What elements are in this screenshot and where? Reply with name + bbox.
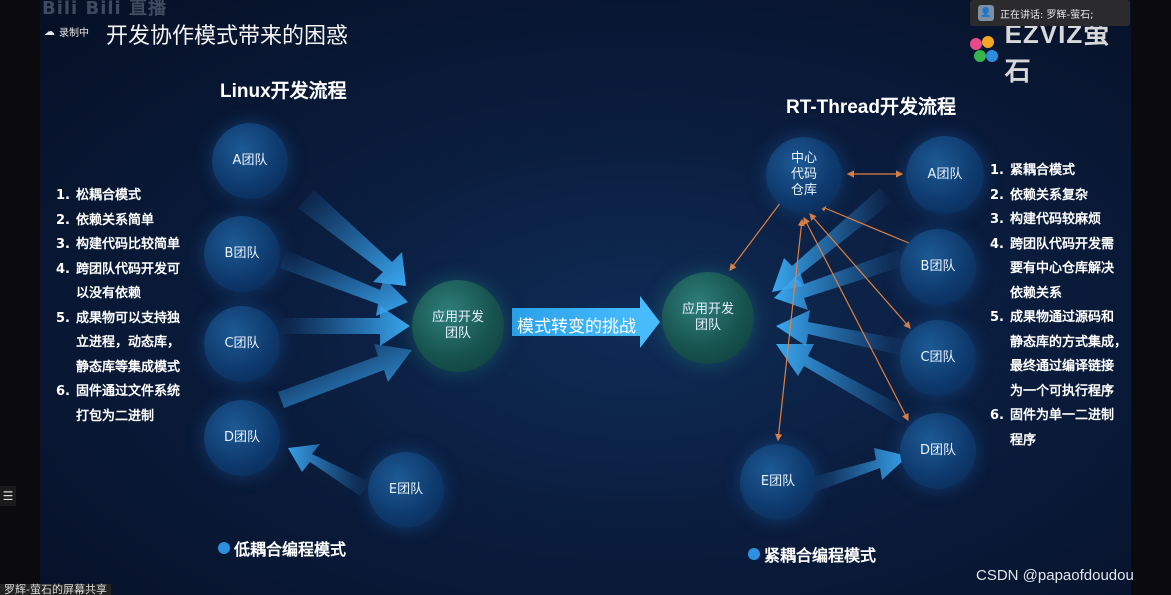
- linux-title: Linux开发流程: [220, 81, 347, 102]
- bullet-dot-icon: [748, 548, 760, 560]
- rt-team-e: E团队: [740, 444, 816, 520]
- page-title: 开发协作模式带来的困惑: [106, 24, 349, 49]
- linux-mode-text: 低耦合编程模式: [234, 540, 347, 559]
- rt-center-node: 应用开发团队: [662, 272, 754, 364]
- linux-team-a: A团队: [212, 123, 288, 199]
- list-item: 1.松耦合模式: [56, 188, 142, 203]
- rt-repo-node: 中心代码仓库: [766, 137, 842, 213]
- linux-mode-label: 低耦合编程模式: [218, 536, 346, 560]
- list-item: 程序: [1010, 432, 1037, 448]
- list-item: 为一个可执行程序: [1010, 383, 1115, 399]
- linux-points: 1.松耦合模式 2.依赖关系简单 3.构建代码比较简单 4.跨团队代码开发可 以…: [56, 184, 196, 429]
- rtthread-points: 1.紧耦合模式 2.依赖关系复杂 3.构建代码较麻烦 4.跨团队代码开发需 要有…: [990, 159, 1130, 453]
- list-item: 3.构建代码较麻烦: [990, 212, 1102, 227]
- list-item: 立进程，动态库，: [76, 335, 181, 350]
- slide: Bili Bili 直播 ☁ 录制中 开发协作模式带来的困惑 EZVIZ萤石 L…: [40, 0, 1131, 595]
- live-logo: Bili Bili 直播: [42, 0, 167, 19]
- list-item: 3.构建代码比较简单: [56, 237, 181, 252]
- linux-team-b: B团队: [204, 216, 280, 292]
- list-item: 依赖关系: [1010, 285, 1063, 301]
- list-item: 5.成果物可以支持独: [56, 310, 181, 326]
- list-item: 以没有依赖: [76, 286, 142, 301]
- linux-center-node: 应用开发团队: [412, 280, 504, 372]
- linux-team-d: D团队: [204, 400, 280, 476]
- rt-team-c: C团队: [900, 320, 976, 396]
- speaker-indicator: 👤 正在讲话: 罗辉-萤石;: [970, 0, 1130, 26]
- rtthread-mode-text: 紧耦合编程模式: [764, 546, 877, 565]
- list-item: 2.依赖关系简单: [56, 212, 155, 228]
- screen-share-label: 罗辉-萤石的屏幕共享: [0, 584, 111, 595]
- right-letterbox: [1131, 0, 1171, 595]
- list-item: 最终通过编译链接: [1010, 359, 1115, 374]
- brand-logo-icon: [970, 36, 999, 66]
- rt-team-a: A团队: [906, 136, 984, 214]
- cloud-icon: ☁: [44, 25, 55, 38]
- speaker-avatar: 👤: [978, 5, 994, 21]
- speaker-text: 正在讲话: 罗辉-萤石;: [1000, 9, 1094, 21]
- list-item: 4.跨团队代码开发需: [990, 236, 1115, 252]
- recording-label: 录制中: [59, 28, 89, 39]
- watermark: CSDN @papaofdoudou: [976, 567, 1134, 584]
- recording-indicator: ☁ 录制中: [44, 24, 89, 39]
- linux-arrow-b: [280, 250, 408, 316]
- menu-icon[interactable]: ☰: [0, 486, 16, 506]
- arrows-layer: [278, 170, 918, 496]
- rtthread-title: RT-Thread开发流程: [786, 97, 956, 118]
- rt-team-d: D团队: [900, 413, 976, 489]
- list-item: 要有中心仓库解决: [1010, 261, 1115, 276]
- linux-arrow-e: [288, 444, 370, 496]
- list-item: 6.固件为单一二进制: [990, 408, 1115, 423]
- rtthread-mode-label: 紧耦合编程模式: [748, 542, 876, 566]
- list-item: 静态库等集成模式: [76, 359, 181, 375]
- linux-arrow-a: [298, 190, 406, 286]
- list-item: 1.紧耦合模式: [990, 163, 1076, 178]
- linux-arrow-c: [278, 306, 410, 346]
- rt-team-b: B团队: [900, 229, 976, 305]
- list-item: 2.依赖关系复杂: [990, 187, 1089, 203]
- bullet-dot-icon: [218, 542, 230, 554]
- list-item: 静态库的方式集成，: [1010, 334, 1128, 350]
- list-item: 5.成果物通过源码和: [990, 310, 1115, 325]
- transition-arrow: [512, 296, 660, 348]
- transition-label: 模式转变的挑战: [517, 317, 636, 337]
- list-item: 6.固件通过文件系统: [56, 384, 181, 399]
- dependency-arrows: [729, 170, 918, 442]
- linux-arrow-d: [278, 344, 412, 408]
- linux-team-c: C团队: [204, 306, 280, 382]
- rt-arrow-e: [808, 448, 908, 494]
- list-item: 4.跨团队代码开发可: [56, 261, 181, 277]
- list-item: 打包为二进制: [76, 408, 155, 424]
- linux-team-e: E团队: [368, 452, 444, 528]
